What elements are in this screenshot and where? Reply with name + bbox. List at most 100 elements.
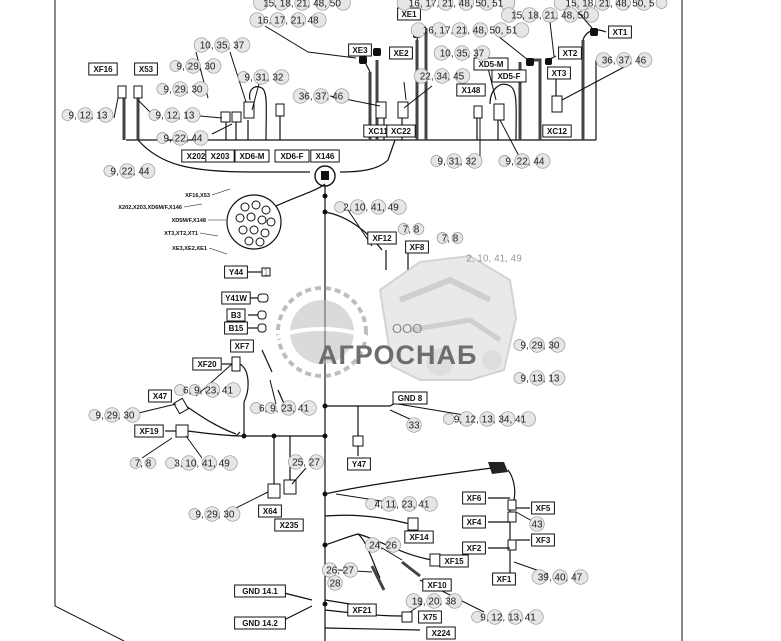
callout-group: 9, 29, 30 bbox=[188, 506, 241, 522]
callout-text: 6, 9, 23, 41 bbox=[259, 404, 309, 415]
upper-connectors bbox=[117, 28, 598, 123]
watermark: ООО АГРОСНАБ bbox=[318, 321, 476, 370]
callout-text: 9, 29, 30 bbox=[521, 341, 560, 352]
connector-label-text: B3 bbox=[231, 311, 242, 320]
connector-label-text: X148 bbox=[462, 86, 481, 95]
legend-item: XT3,XT2,XT1 bbox=[164, 231, 219, 237]
connector-label-text: X235 bbox=[280, 521, 299, 530]
callout-text: 43 bbox=[531, 520, 543, 531]
connector-label-text: XF8 bbox=[410, 243, 425, 252]
callout-text: 24, 26 bbox=[369, 541, 397, 552]
callout-text: 10, 35, 37 bbox=[440, 49, 485, 60]
connector-label-xd5-m: XD5-M bbox=[473, 57, 509, 71]
callout-text: 33 bbox=[408, 421, 420, 432]
callout-text: 15, 18, 21, 48, 50 bbox=[263, 0, 341, 10]
callout-text: 9, 22, 44 bbox=[506, 157, 545, 168]
connector-label-xf15: XF15 bbox=[439, 554, 469, 568]
connector-label-x146: X146 bbox=[310, 149, 340, 163]
legend-leader bbox=[211, 188, 231, 196]
callout-text: 39, 40, 47 bbox=[538, 573, 583, 584]
callout-group: 3, 10, 41, 49 bbox=[165, 455, 238, 471]
callout-group: 9, 12, 13 bbox=[61, 107, 114, 123]
connector-label-x203: X203 bbox=[205, 149, 235, 163]
connector-label-text: XE3 bbox=[352, 46, 368, 55]
callout-text: 9, 29, 30 bbox=[96, 411, 135, 422]
callout-group: 9, 31, 32 bbox=[430, 153, 483, 169]
legend-item: XE3,XE2,XE1 bbox=[172, 246, 228, 255]
connector-label-y44: Y44 bbox=[224, 265, 248, 279]
connector-label-text: GND 14.1 bbox=[242, 587, 278, 596]
connector-label-xf4: XF4 bbox=[462, 515, 486, 529]
watermark-prefix: ООО bbox=[392, 321, 422, 336]
callout-group: 10, 35, 37 bbox=[433, 45, 491, 61]
legend-text: XE3,XE2,XE1 bbox=[172, 246, 207, 252]
connector-label-text: XF2 bbox=[467, 544, 482, 553]
connector-label-text: XD6-M bbox=[240, 152, 265, 161]
connector-label-x75: X75 bbox=[418, 610, 442, 624]
callout-group: 19, 20, 38 bbox=[405, 593, 463, 609]
lower-right-harness bbox=[241, 397, 530, 631]
callout-group: 36, 37, 46 bbox=[595, 52, 653, 68]
connector-label-text: X203 bbox=[211, 152, 230, 161]
connector-label-xc22: XC22 bbox=[386, 124, 416, 138]
callout-group: 9, 12, 13, 34, 41 bbox=[442, 411, 536, 427]
callout-group: 16, 17, 21, 48, 50, 51 bbox=[396, 0, 516, 11]
lower-left-harness bbox=[165, 267, 325, 499]
connector-label-gnd-14-1: GND 14.1 bbox=[234, 584, 286, 598]
callout-group: 7, 8 bbox=[129, 457, 157, 470]
connector-label-text: X53 bbox=[139, 65, 154, 74]
connector-label-xf7: XF7 bbox=[230, 339, 254, 353]
connector-label-text: X202 bbox=[187, 152, 206, 161]
connector-label-text: XC12 bbox=[547, 127, 568, 136]
callout-text: 15, 18, 21, 48, 50, 5 bbox=[566, 0, 655, 10]
connector-label-y47: Y47 bbox=[347, 457, 371, 471]
connector-label-b3: B3 bbox=[226, 308, 246, 322]
connector-label-text: XD5-M bbox=[479, 60, 504, 69]
callout-group: 15, 18, 21, 48, 50, 5 bbox=[553, 0, 668, 11]
callout-group: 28 bbox=[327, 575, 343, 591]
connector-label-text: XF14 bbox=[409, 533, 429, 542]
connector-label-text: XE1 bbox=[401, 10, 417, 19]
part-callouts: 15, 18, 21, 48, 50 16, 17, 21, 48, 50, 51… bbox=[61, 0, 668, 625]
callout-group: 26, 27 bbox=[322, 562, 358, 578]
callout-text: 9, 12, 13, 34, 41 bbox=[454, 415, 527, 426]
connector-label-b15: B15 bbox=[224, 321, 248, 335]
connector-label-xe3: XE3 bbox=[348, 43, 372, 57]
callout-text: 9, 13, 13 bbox=[521, 374, 560, 385]
connector-label-text: GND 14.2 bbox=[242, 619, 278, 628]
callout-group: 9, 29, 30 bbox=[169, 58, 222, 74]
main-trunk bbox=[226, 165, 409, 641]
callout-group: 9, 22, 44 bbox=[156, 130, 209, 146]
connector-label-xt3: XT3 bbox=[547, 66, 571, 80]
connector-label-text: XF20 bbox=[197, 360, 217, 369]
callout-text: 28 bbox=[329, 579, 341, 590]
callout-text: 36, 37, 46 bbox=[299, 92, 344, 103]
legend-text: XF16,X53 bbox=[185, 193, 210, 199]
connector-label-text: XF10 bbox=[427, 581, 447, 590]
connector-label-text: XF6 bbox=[467, 494, 482, 503]
watermark-logo bbox=[275, 254, 518, 381]
connector-label-xd6-m: XD6-M bbox=[234, 149, 270, 163]
connector-label-text: XF12 bbox=[372, 234, 392, 243]
connector-label-xd5-f: XD5-F bbox=[491, 69, 527, 83]
callout-text: 9, 31, 32 bbox=[245, 73, 284, 84]
callout-group: 9, 22, 44 bbox=[498, 153, 551, 169]
connector-label-text: XF3 bbox=[536, 536, 551, 545]
connector-label-xf14: XF14 bbox=[404, 530, 434, 544]
connector-label-xd6-f: XD6-F bbox=[274, 149, 310, 163]
callout-group: 9, 12, 13, 41 bbox=[471, 609, 544, 625]
connector-label-xf19: XF19 bbox=[134, 424, 164, 438]
callout-text: 16, 17, 21, 48, 50, 51 bbox=[409, 0, 504, 10]
connector-label-x64: X64 bbox=[258, 504, 282, 518]
partial-callout: 1 bbox=[263, 268, 269, 279]
frame-outline bbox=[54, 0, 683, 641]
callout-text: 9, 31, 32 bbox=[438, 157, 477, 168]
callout-group: 10, 35, 37 bbox=[193, 37, 251, 53]
callout-text: 16, 17, 21, 48 bbox=[257, 16, 319, 27]
connector-label-text: XD6-F bbox=[280, 152, 303, 161]
connector-label-xf16: XF16 bbox=[88, 62, 118, 76]
